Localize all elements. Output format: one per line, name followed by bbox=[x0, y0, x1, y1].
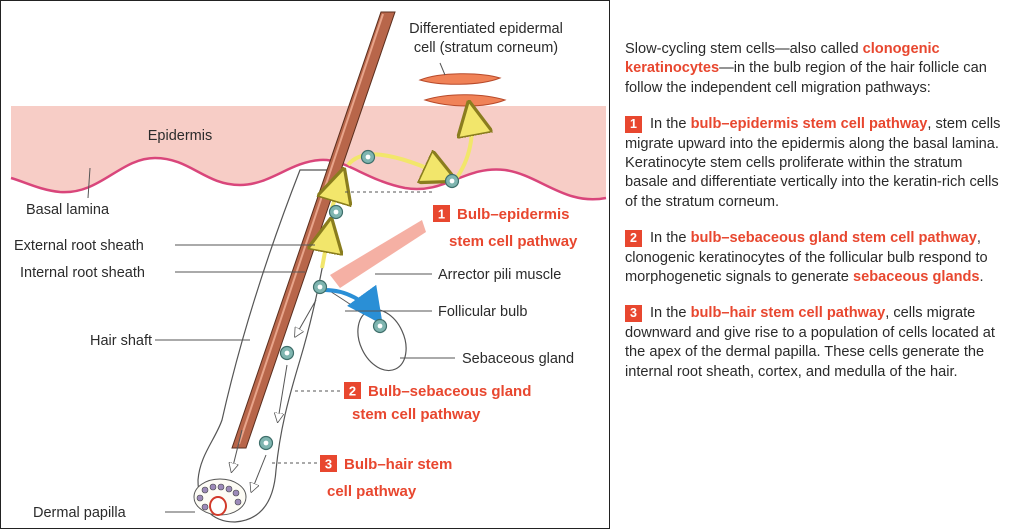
pathway-1-before: In the bbox=[650, 116, 691, 132]
label-dermal-papilla: Dermal papilla bbox=[33, 505, 127, 521]
pathway-1-highlight: bulb–epidermis stem cell pathway bbox=[691, 116, 928, 132]
intro-text-before: Slow-cycling stem cells—also called bbox=[625, 41, 863, 57]
sebaceous-gland bbox=[349, 302, 416, 379]
pathway-1-number: 1 bbox=[438, 207, 445, 222]
label-arrector-pili-muscle: Arrector pili muscle bbox=[438, 267, 561, 283]
label-basal-lamina: Basal lamina bbox=[26, 202, 110, 218]
stratum-corneum-cells bbox=[420, 74, 505, 106]
papilla-core bbox=[210, 497, 226, 515]
label-differentiated-2: cell (stratum corneum) bbox=[414, 40, 558, 56]
pathway-1-paragraph: 1 In the bulb–epidermis stem cell pathway… bbox=[625, 115, 1005, 212]
hair-follicle-diagram: Epidermis Differentiated epidermal cell … bbox=[0, 0, 610, 529]
label-follicular-bulb: Follicular bulb bbox=[438, 304, 527, 320]
pathway-3-callout: 3 Bulb–hair stem cell pathway bbox=[320, 455, 452, 500]
label-sebaceous-gland: Sebaceous gland bbox=[462, 351, 574, 367]
label-external-root-sheath: External root sheath bbox=[14, 238, 144, 254]
pathway-2-highlight-2: sebaceous glands bbox=[853, 269, 980, 285]
pathway-2-before: In the bbox=[650, 230, 691, 246]
label-differentiated-1: Differentiated epidermal bbox=[409, 21, 563, 37]
pathway-2-paragraph: 2 In the bulb–sebaceous gland stem cell p… bbox=[625, 229, 1005, 287]
pathway-3-number: 3 bbox=[325, 457, 332, 472]
pathway-1-title: Bulb–epidermis bbox=[457, 206, 570, 223]
pathway-2-subtitle: stem cell pathway bbox=[352, 406, 481, 423]
pathway-3-badge: 3 bbox=[625, 305, 642, 322]
pathway-2-after-2: . bbox=[980, 269, 984, 285]
label-hair-shaft: Hair shaft bbox=[90, 333, 152, 349]
label-internal-root-sheath: Internal root sheath bbox=[20, 265, 145, 281]
pathway-2-callout: 2 Bulb–sebaceous gland stem cell pathway bbox=[344, 382, 531, 423]
pathway-3-subtitle: cell pathway bbox=[327, 483, 417, 500]
pathway-2-highlight: bulb–sebaceous gland stem cell pathway bbox=[691, 230, 977, 246]
pathway-3-highlight: bulb–hair stem cell pathway bbox=[691, 305, 886, 321]
explanation-panel: Slow-cycling stem cells—also called clon… bbox=[625, 40, 1005, 399]
pathway-1-subtitle: stem cell pathway bbox=[449, 233, 578, 250]
hair-shaft-highlight bbox=[239, 14, 383, 444]
intro-paragraph: Slow-cycling stem cells—also called clon… bbox=[625, 40, 1005, 98]
pathway-3-title: Bulb–hair stem bbox=[344, 456, 452, 473]
pathway-1-badge: 1 bbox=[625, 116, 642, 133]
label-epidermis: Epidermis bbox=[148, 128, 212, 144]
arrector-pili-muscle bbox=[330, 220, 426, 288]
pathway-2-title: Bulb–sebaceous gland bbox=[368, 383, 531, 400]
pathway-1-callout: 1 Bulb–epidermis stem cell pathway bbox=[433, 205, 578, 250]
pathway-2-number: 2 bbox=[349, 384, 356, 399]
pathway-2-badge: 2 bbox=[625, 230, 642, 247]
pathway-3-before: In the bbox=[650, 305, 691, 321]
